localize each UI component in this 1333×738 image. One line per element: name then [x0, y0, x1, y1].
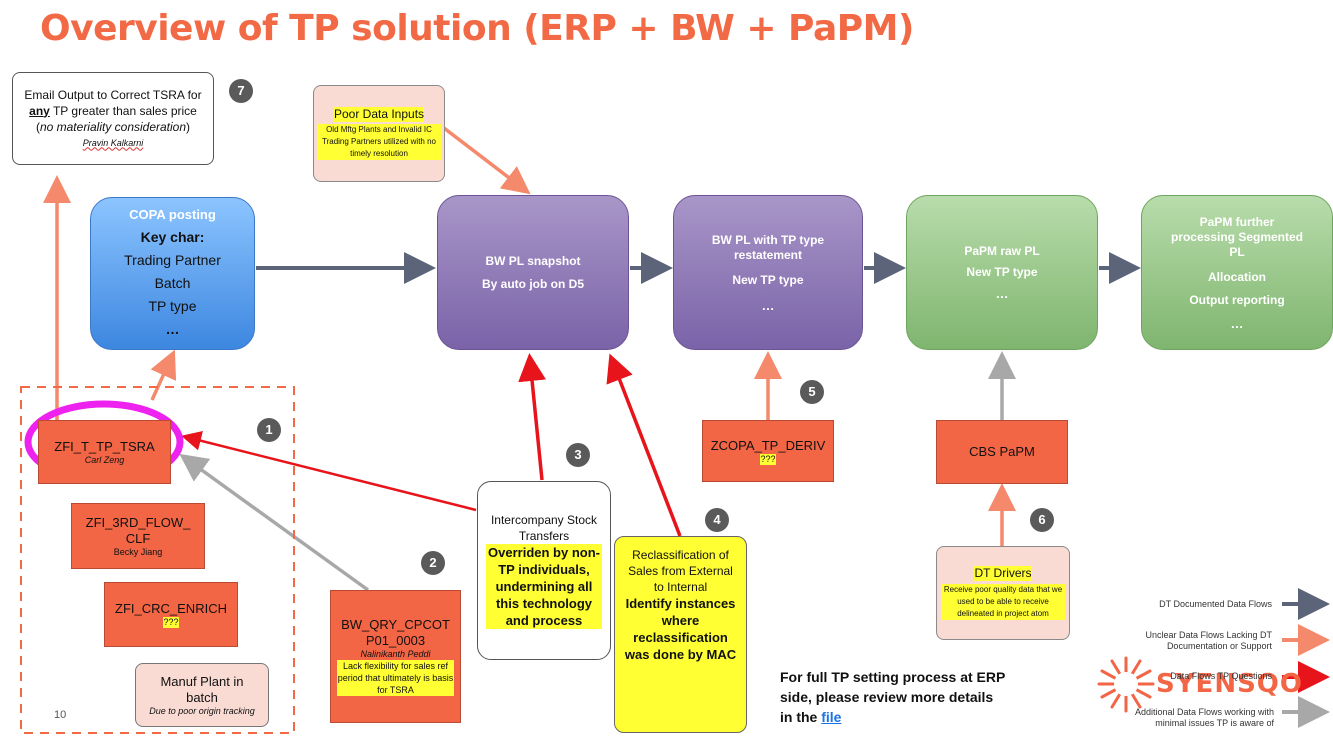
email-note-line1: Email Output to Correct TSRA for — [24, 87, 202, 102]
intercompany-note: Intercompany Stock Transfers Overriden b… — [477, 481, 611, 660]
bw-qry-note: Lack flexibility for sales ref period th… — [337, 660, 454, 696]
arrow-interco-to-tsra — [181, 430, 477, 512]
zfi-crc-person: ??? — [163, 617, 179, 628]
cbs-name: CBS PaPM — [969, 444, 1035, 459]
arrow-interco-to-bw — [518, 353, 547, 481]
papm-further-heading: PaPM further processing Segmented PL — [1170, 214, 1304, 259]
arrow-bwqry-to-tsra — [179, 453, 370, 592]
bw-restatement-sub: New TP type — [732, 272, 804, 287]
papm-raw-heading: PaPM raw PL — [964, 244, 1040, 258]
source-bw-qry: BW_QRY_CPCOT P01_0003 Nalinikanth Peddi … — [330, 590, 461, 723]
stage-bw-snapshot: BW PL snapshot By auto job on D5 — [437, 195, 629, 350]
copa-heading: COPA posting — [129, 206, 216, 222]
bw-restatement-more: … — [761, 297, 775, 313]
syensqo-logo: SYENSQO — [1096, 654, 1306, 714]
email-note-line2: TP greater than sales price ( — [35, 103, 197, 134]
source-zfi-3rd-flow: ZFI_3RD_FLOW_ CLF Becky Jiang — [71, 503, 205, 569]
papm-further-item: Output reporting — [1189, 292, 1285, 307]
bw-snapshot-heading: BW PL snapshot — [485, 253, 581, 268]
poor-data-title: Poor Data Inputs — [333, 107, 425, 122]
email-note-any: any — [29, 103, 50, 118]
reclass-bold: Identify instances where reclassificatio… — [624, 596, 737, 662]
zcopa-person: ??? — [760, 453, 776, 465]
copa-item: … — [165, 320, 180, 337]
bw-restatement-heading: BW PL with TP type restatement — [711, 232, 825, 262]
zcopa-name: ZCOPA_TP_DERIV — [710, 437, 826, 453]
footer-note: For full TP setting process at ERP side,… — [780, 667, 1006, 727]
legend-label-unclear: Unclear Data Flows Lacking DT Documentat… — [1145, 630, 1272, 651]
reclass-note: Reclassification of Sales from External … — [614, 536, 747, 733]
copa-key-char: Key char: — [140, 228, 205, 245]
step-badge-7: 7 — [229, 79, 253, 103]
copa-item: TP type — [148, 297, 197, 314]
source-zfi-t-tp-tsra: ZFI_T_TP_TSRA Carl Zeng — [38, 420, 171, 484]
logo-text: SYENSQO — [1156, 669, 1304, 699]
poor-data-box: Poor Data Inputs Old Mftg Plants and Inv… — [313, 85, 445, 182]
papm-raw-sub: New TP type — [966, 265, 1038, 279]
email-note-italic: no materiality consideration — [39, 119, 187, 134]
intercompany-top: Intercompany Stock Transfers — [490, 513, 598, 543]
stage-copa-posting: COPA posting Key char: Trading Partner B… — [90, 197, 255, 350]
stage-bw-restatement: BW PL with TP type restatement New TP ty… — [673, 195, 863, 350]
step-badge-6: 6 — [1030, 508, 1054, 532]
papm-raw-more: … — [995, 286, 1009, 301]
zfi-3rd-person: Becky Jiang — [113, 546, 163, 557]
footer-note-text: For full TP setting process at ERP side,… — [780, 669, 1006, 725]
papm-further-item: … — [1230, 315, 1244, 331]
step-badge-1: 1 — [257, 418, 281, 442]
arrow-reclass-to-bw — [606, 353, 682, 537]
zfi-tsra-name: ZFI_T_TP_TSRA — [54, 438, 155, 454]
step-badge-4: 4 — [705, 508, 729, 532]
legend-label-questions: Data Flows TP Questions — [1170, 671, 1272, 681]
zfi-3rd-name: ZFI_3RD_FLOW_ CLF — [85, 514, 191, 546]
bw-qry-name: BW_QRY_CPCOT P01_0003 — [341, 617, 450, 648]
source-group-outline — [20, 386, 295, 734]
source-cbs-papm: CBS PaPM — [936, 420, 1068, 484]
stage-papm-further: PaPM further processing Segmented PL All… — [1141, 195, 1333, 350]
bw-snapshot-sub: By auto job on D5 — [482, 276, 584, 291]
email-note-person: Pravin Kalkarni — [82, 137, 144, 148]
bw-qry-person: Nalinikanth Peddi — [360, 649, 431, 659]
legend-label-additional: Additional Data Flows working with minim… — [1134, 707, 1274, 728]
logo-burst-icon — [1097, 656, 1155, 713]
arrow-poor-data-to-bw — [438, 123, 531, 195]
step-badge-3: 3 — [566, 443, 590, 467]
email-output-note: Email Output to Correct TSRA for any TP … — [12, 72, 214, 165]
manuf-note: Due to poor origin tracking — [149, 705, 255, 716]
source-zfi-crc-enrich: ZFI_CRC_ENRICH ??? — [104, 582, 238, 647]
arrow-sources-to-copa — [150, 349, 177, 401]
reclass-top: Reclassification of Sales from External … — [628, 548, 733, 594]
dt-drivers-body: Receive poor quality data that we used t… — [941, 584, 1065, 620]
dt-drivers-title: DT Drivers — [974, 566, 1032, 581]
step-badge-5: 5 — [800, 380, 824, 404]
stage-papm-raw: PaPM raw PL New TP type … — [906, 195, 1098, 350]
intercompany-highlight: Overriden by non-TP individuals, undermi… — [486, 544, 602, 629]
legend-label-documented: DT Documented Data Flows — [1159, 599, 1272, 609]
email-note-close: ) — [186, 119, 191, 134]
source-manuf-plant: Manuf Plant in batch Due to poor origin … — [135, 663, 269, 727]
poor-data-body: Old Mftg Plants and Invalid IC Trading P… — [317, 124, 441, 160]
page-title: Overview of TP solution (ERP + BW + PaPM… — [40, 8, 914, 49]
zfi-crc-name: ZFI_CRC_ENRICH — [115, 601, 227, 616]
copa-item: Trading Partner — [124, 251, 221, 268]
step-badge-2: 2 — [421, 551, 445, 575]
file-link[interactable]: file — [821, 709, 842, 725]
copa-item: Batch — [154, 274, 191, 291]
dt-drivers-box: DT Drivers Receive poor quality data tha… — [936, 546, 1070, 640]
papm-further-item: Allocation — [1207, 269, 1266, 284]
source-zcopa-tp-deriv: ZCOPA_TP_DERIV ??? — [702, 420, 834, 482]
page-number: 10 — [54, 709, 67, 721]
manuf-name: Manuf Plant in batch — [160, 673, 244, 705]
zfi-tsra-person: Carl Zeng — [84, 454, 125, 465]
